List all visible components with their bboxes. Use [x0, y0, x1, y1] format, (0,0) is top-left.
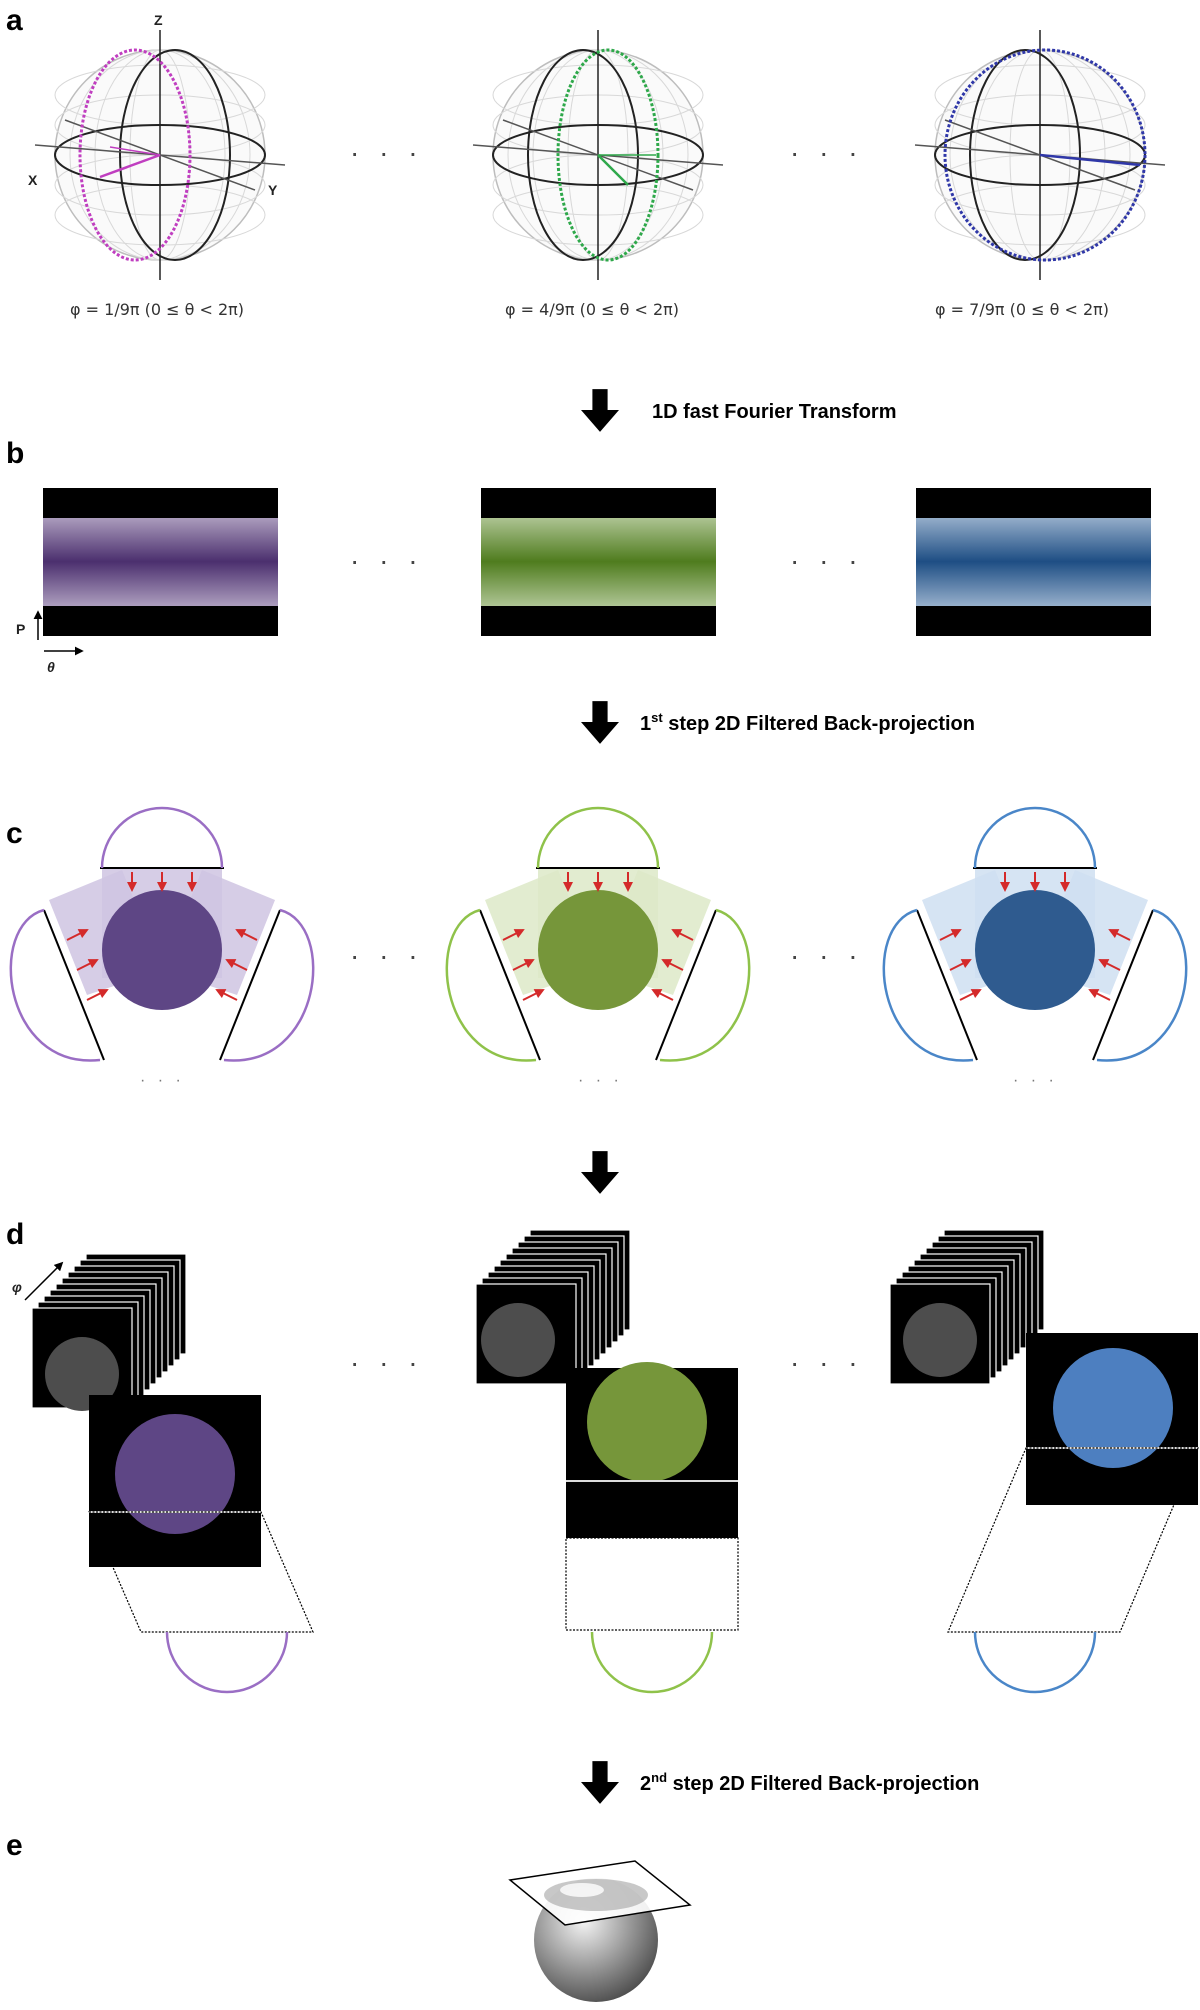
panel-letter-d: d — [6, 1218, 24, 1251]
slice-disk — [587, 1362, 707, 1482]
ellipsis-c-1: · · · — [350, 940, 424, 971]
state-vector — [597, 154, 629, 186]
ellipsis-b-2: · · · — [790, 545, 864, 576]
step-fft-label: 1D fast Fourier Transform — [652, 401, 897, 423]
bloch-sphere-3 — [914, 30, 1166, 280]
bloch-sphere-2 — [472, 30, 724, 280]
slice-stack-3 — [889, 1229, 1199, 1694]
axis-label-theta: θ — [47, 659, 55, 675]
sinogram-axes: P θ — [16, 610, 84, 675]
panel-letter-e: e — [6, 1829, 23, 1862]
panel-letter-a: a — [6, 4, 23, 37]
sinogram-1 — [43, 488, 278, 636]
bloch-sphere-1: Z X Y — [28, 12, 286, 280]
axis-label-phi: φ — [12, 1279, 22, 1295]
state-vector — [99, 153, 161, 179]
small-ellipsis-c-3: · · · — [1013, 1072, 1058, 1089]
ellipsis-d-2: · · · — [790, 1347, 864, 1378]
sinogram-2 — [481, 488, 716, 636]
small-ellipsis-c-1: · · · — [140, 1072, 185, 1089]
object-disk — [538, 890, 658, 1010]
panel-letter-b: b — [6, 437, 24, 470]
state-vector — [1039, 153, 1141, 167]
phi-label-3: φ = 7/9π (0 ≤ θ < 2π) — [935, 300, 1109, 319]
sphere-meridian-highlight — [556, 48, 660, 262]
slice-stack-2 — [475, 1229, 739, 1694]
ellipsis-a-2: · · · — [790, 137, 864, 168]
slice-disk — [115, 1414, 235, 1534]
ellipsis-a-1: · · · — [350, 137, 424, 168]
sphere-meridian-highlight — [943, 48, 1147, 262]
axis-label-z: Z — [154, 12, 163, 28]
panel-letter-c: c — [6, 817, 23, 850]
down-arrow-icon — [581, 1151, 619, 1194]
axis-label-p: P — [16, 621, 25, 637]
object-disk — [102, 890, 222, 1010]
reconstructed-sphere — [508, 1860, 692, 2002]
ellipsis-b-1: · · · — [350, 545, 424, 576]
slice-stack-1: φ — [12, 1253, 314, 1694]
sinogram-3 — [916, 488, 1151, 636]
down-arrow-icon — [581, 389, 619, 432]
phi-label-1: φ = 1/9π (0 ≤ θ < 2π) — [70, 300, 244, 319]
ellipsis-d-1: · · · — [350, 1347, 424, 1378]
small-ellipsis-c-2: · · · — [578, 1072, 623, 1089]
down-arrow-icon — [581, 701, 619, 744]
step-second-label: 2nd step 2D Filtered Back-projection — [640, 1770, 979, 1795]
axis-label-y: Y — [268, 182, 278, 198]
step-first-label: 1st step 2D Filtered Back-projection — [640, 710, 975, 735]
down-arrow-icon — [581, 1761, 619, 1804]
ellipsis-c-2: · · · — [790, 940, 864, 971]
sphere-meridian-highlight — [78, 48, 192, 262]
backprojection-diagram-3 — [882, 806, 1188, 1062]
backprojection-diagram-2 — [445, 806, 751, 1062]
axis-label-x: X — [28, 172, 38, 188]
slice-disk — [1053, 1348, 1173, 1468]
object-disk — [975, 890, 1095, 1010]
phi-label-2: φ = 4/9π (0 ≤ θ < 2π) — [505, 300, 679, 319]
backprojection-diagram-1 — [9, 806, 315, 1062]
